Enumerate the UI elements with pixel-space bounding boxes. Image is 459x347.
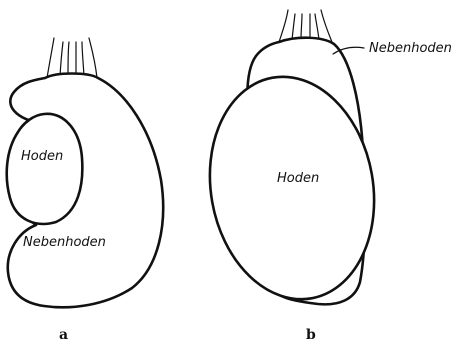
testis-label-a: Hoden [21, 149, 63, 164]
epididymis-label-b: Nebenhoden [369, 41, 452, 56]
panel-a: Hoden Nebenhoden a [7, 38, 163, 343]
testis-label-b: Hoden [277, 171, 319, 186]
panel-letter-b: b [306, 327, 316, 343]
testis-outline-a [7, 114, 83, 224]
panel-b: Hoden Nebenhoden b [193, 10, 452, 343]
spermatic-cord-a [47, 38, 97, 78]
panel-letter-a: a [59, 327, 68, 343]
epididymis-label-a: Nebenhoden [23, 235, 106, 250]
